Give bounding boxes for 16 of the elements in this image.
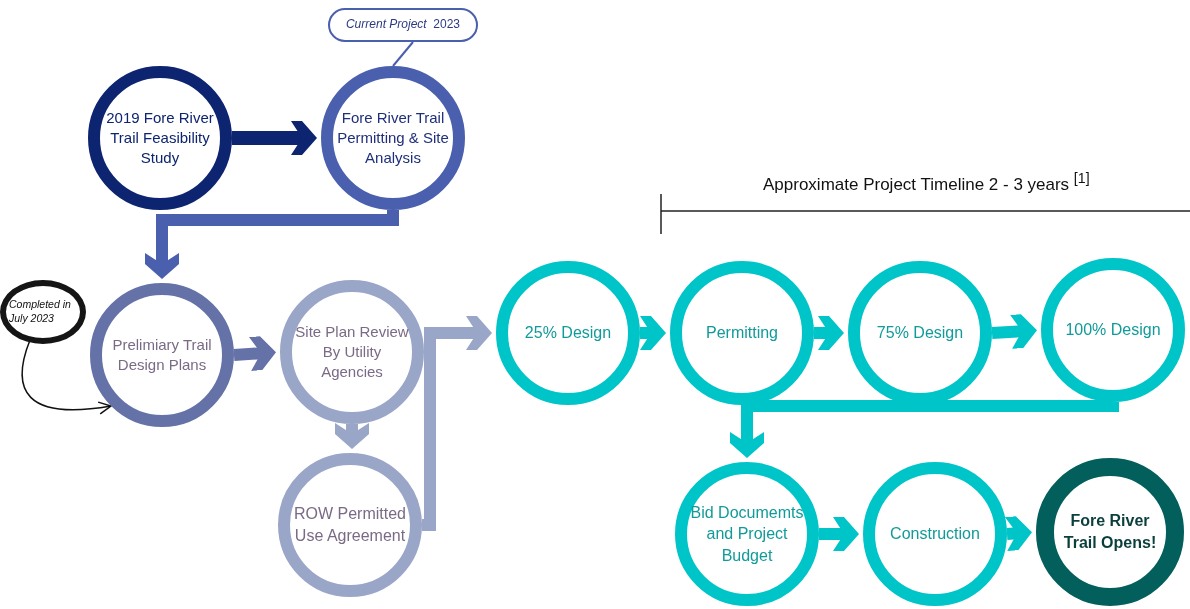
step-label: ROW Permitted Use Agreement	[293, 504, 407, 546]
step-label: Construction	[890, 524, 980, 545]
timeline-label: Approximate Project Timeline 2 - 3 years $^{[1]}$	[763, 170, 1090, 195]
step-label: Permitting	[706, 323, 778, 344]
step-label: Bid Documemts and Project Budget	[689, 502, 805, 566]
note-text: Completed in July 2023	[9, 298, 72, 326]
step-label: Prelimiary Trail Design Plans	[111, 334, 213, 375]
step-label: 75% Design	[876, 323, 964, 344]
step-label: Site Plan Review By Utility Agencies	[294, 321, 410, 383]
step-label: 2019 Fore River Trail Feasibility Study	[105, 107, 215, 169]
step-label: Fore River Trail Permitting & Site Analysis	[336, 107, 450, 169]
callout-bubble	[328, 8, 478, 42]
step-label: 100% Design	[1065, 320, 1161, 341]
callout-text: Current Project 2023	[345, 18, 461, 32]
step-label: 25% Design	[524, 323, 612, 344]
step-label: Fore River Trail Opens!	[1062, 511, 1158, 553]
